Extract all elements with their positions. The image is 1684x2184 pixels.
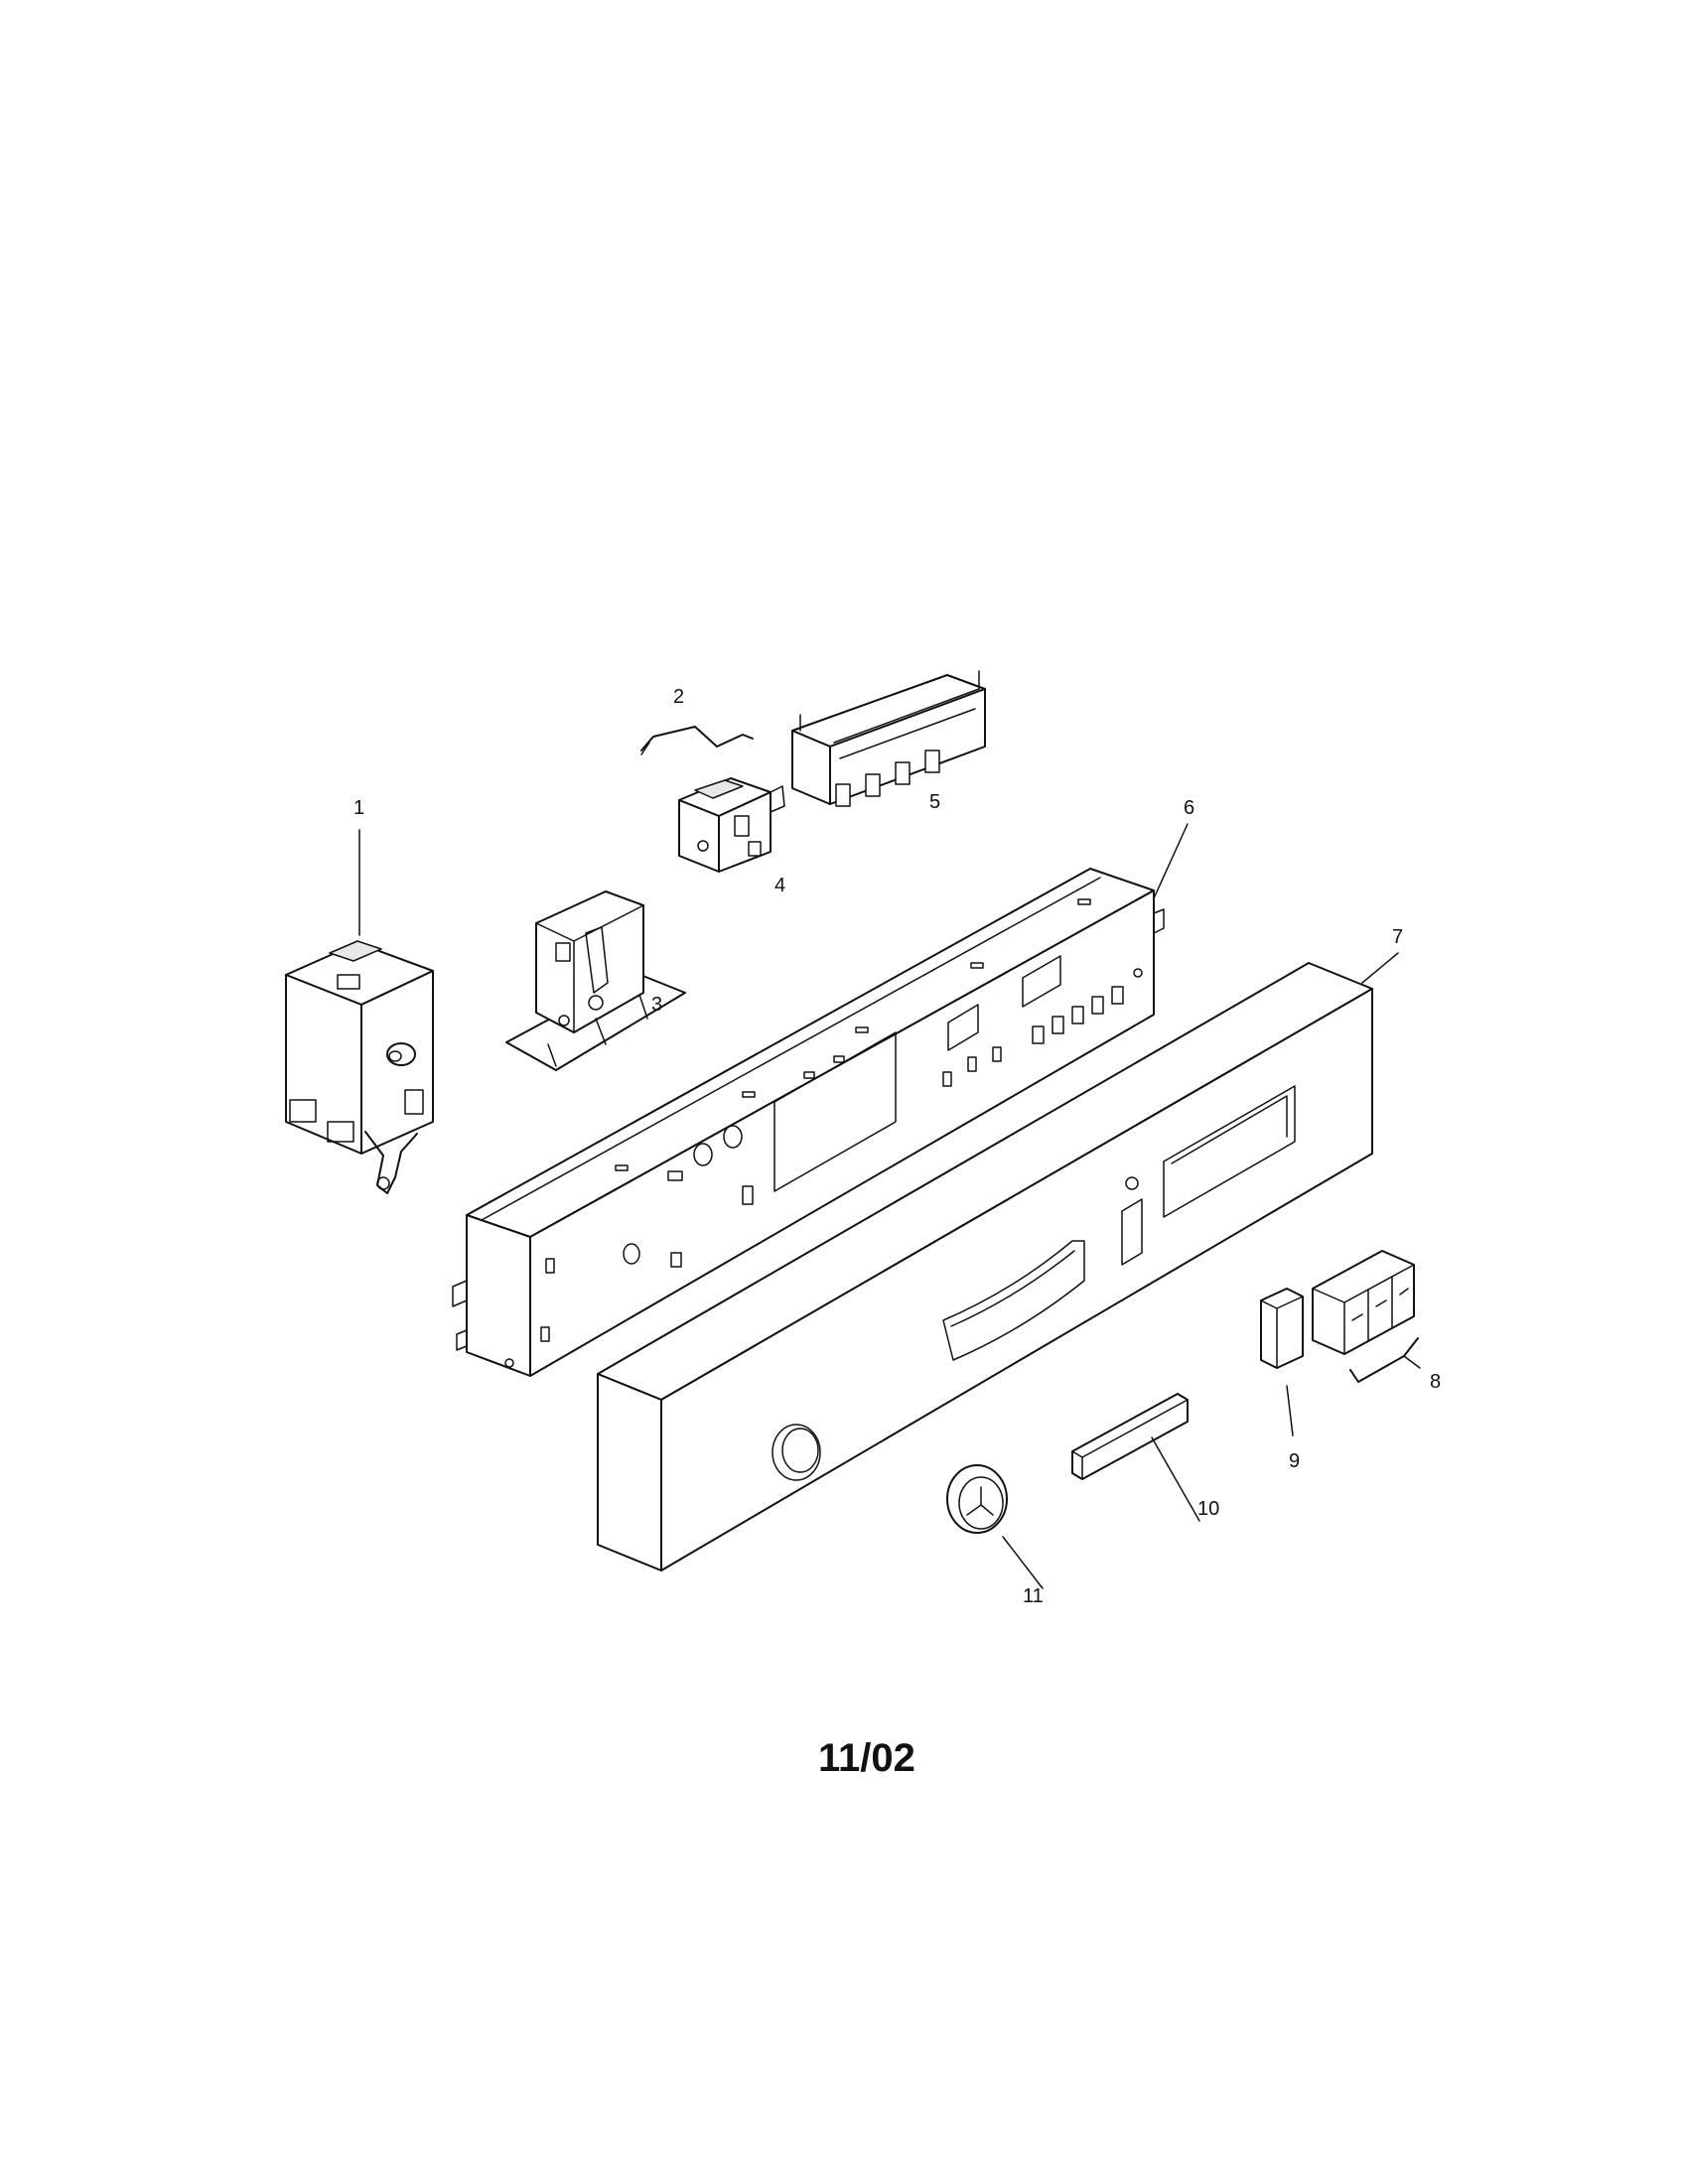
callout-2: 2 — [673, 686, 684, 708]
callout-5: 5 — [929, 791, 940, 813]
callout-4: 4 — [774, 875, 785, 896]
callout-7: 7 — [1392, 926, 1403, 948]
part-8-button-set — [1312, 1250, 1421, 1383]
leader-lines — [358, 823, 1399, 1589]
part-6-control-panel-frame — [452, 868, 1165, 1377]
part-4-switch — [678, 777, 785, 873]
callout-1: 1 — [353, 797, 364, 819]
part-3-latch-assembly — [505, 890, 686, 1071]
callout-8: 8 — [1430, 1371, 1441, 1393]
part-9-button — [1260, 1288, 1304, 1369]
part-5-switch-block — [791, 670, 986, 807]
callout-labels: 1 2 3 4 5 6 7 8 9 10 11 — [353, 686, 1441, 1607]
callout-3: 3 — [651, 994, 662, 1016]
callout-9: 9 — [1289, 1450, 1300, 1472]
part-2-wire-clip — [640, 726, 754, 755]
part-1-timer-assembly — [285, 940, 434, 1194]
part-11-knob — [946, 1464, 1008, 1534]
callout-11: 11 — [1023, 1585, 1044, 1607]
part-7-front-fascia — [597, 962, 1373, 1571]
callout-10: 10 — [1197, 1498, 1219, 1520]
callout-6: 6 — [1184, 797, 1194, 819]
part-10-indicator-strip — [1071, 1393, 1189, 1480]
date-code: 11/02 — [818, 1736, 915, 1780]
